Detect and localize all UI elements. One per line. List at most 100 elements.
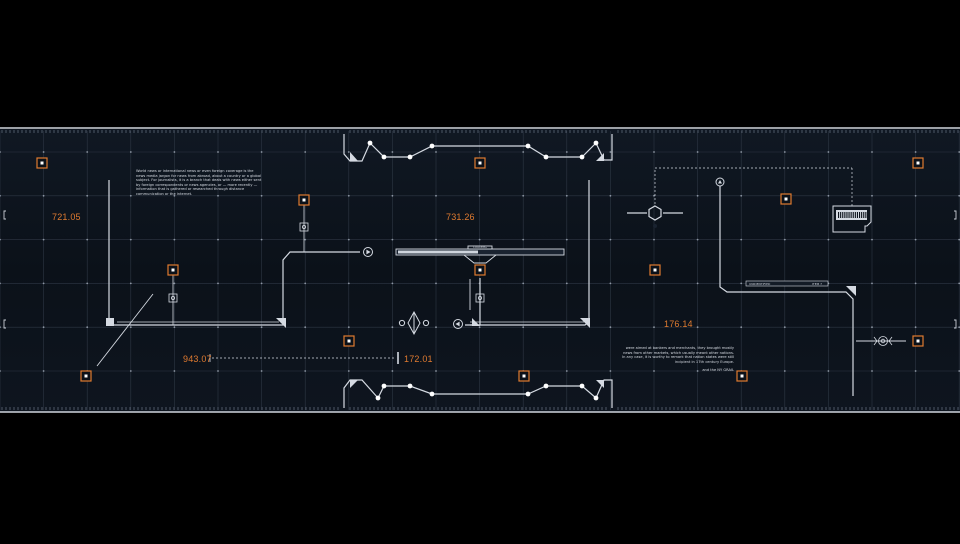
grid-dot bbox=[478, 194, 481, 197]
gear-node-icon bbox=[299, 222, 309, 232]
grid-dot bbox=[260, 370, 263, 372]
grid-dot bbox=[609, 151, 612, 153]
barcode-bar bbox=[861, 212, 863, 218]
grid-dot bbox=[0, 370, 1, 372]
barcode-bar bbox=[859, 212, 861, 218]
grid-dot bbox=[391, 326, 394, 329]
grid-dot bbox=[217, 326, 219, 329]
connector-node bbox=[543, 383, 549, 389]
connector-node bbox=[367, 140, 373, 146]
grid-dot bbox=[871, 194, 873, 197]
grid-dot bbox=[391, 151, 394, 153]
chevron-bracket-icon bbox=[3, 210, 957, 329]
grid-dot bbox=[783, 151, 786, 153]
hexagon-node-icon[interactable] bbox=[627, 168, 683, 228]
grid-dot bbox=[42, 282, 45, 285]
loading-label: LOADING bbox=[473, 245, 487, 249]
grid-dot bbox=[435, 370, 437, 372]
grid-dot bbox=[696, 370, 699, 372]
grid-dot bbox=[217, 282, 219, 285]
grid-dot bbox=[173, 238, 176, 241]
left-bracket-frame bbox=[96, 180, 360, 367]
grid-dot bbox=[435, 326, 437, 329]
orange-marker-core bbox=[653, 268, 657, 272]
grid-dot bbox=[653, 370, 655, 372]
dimension-line bbox=[209, 352, 399, 364]
grid-dot bbox=[565, 194, 568, 197]
grid-dot bbox=[347, 194, 350, 197]
grid-dot bbox=[609, 282, 612, 285]
news-paragraph-tail: and the NY GRAIL bbox=[702, 368, 734, 372]
grid-dot bbox=[827, 238, 830, 241]
grid-dot bbox=[565, 370, 568, 372]
grid-dot bbox=[565, 326, 568, 329]
diamond-emitter-icon[interactable] bbox=[398, 310, 430, 336]
grid-dot bbox=[260, 194, 263, 197]
grid-dot bbox=[173, 370, 176, 372]
news-paragraph-right: were aimed at bankers and merchants, the… bbox=[622, 346, 734, 364]
readout-176: 176.14 bbox=[664, 319, 693, 329]
grid-dot bbox=[347, 282, 350, 285]
grid-dot bbox=[783, 326, 786, 329]
orange-marker-core bbox=[916, 161, 920, 165]
grid-dot bbox=[129, 194, 132, 197]
grid-dot bbox=[435, 238, 437, 241]
grid-dot bbox=[478, 326, 481, 329]
grid-dot bbox=[696, 238, 699, 241]
gear-node-icon bbox=[873, 336, 893, 346]
orange-marker-core bbox=[302, 198, 306, 202]
grid-dot bbox=[478, 238, 481, 241]
loading-panel bbox=[395, 245, 565, 264]
grid-dot bbox=[478, 370, 481, 372]
grid-dot bbox=[871, 151, 873, 153]
grid-dot bbox=[347, 238, 350, 241]
orange-marker-core bbox=[84, 374, 88, 378]
grid-dot bbox=[347, 326, 350, 329]
edge-ticks bbox=[1, 130, 959, 410]
barcode-bar bbox=[850, 212, 852, 218]
grid-dot bbox=[304, 282, 307, 285]
grid-dot bbox=[42, 370, 45, 372]
play-arrow-icon[interactable] bbox=[363, 247, 373, 257]
up-arrow-icon[interactable] bbox=[715, 177, 725, 187]
connector-node bbox=[429, 143, 435, 149]
grid-dot bbox=[914, 194, 917, 197]
connector-node bbox=[525, 143, 531, 149]
grid-dot bbox=[914, 238, 917, 241]
grid-dot bbox=[86, 151, 89, 153]
orange-marker-core bbox=[916, 339, 920, 343]
grid-dot bbox=[914, 282, 917, 285]
grid-dot bbox=[696, 151, 699, 153]
play-arrow-icon[interactable] bbox=[453, 319, 463, 329]
orange-marker-core bbox=[171, 268, 175, 272]
grid-dot bbox=[129, 282, 132, 285]
grid-dot bbox=[260, 238, 263, 241]
barcode-bar bbox=[848, 212, 850, 218]
grid-dot bbox=[217, 238, 219, 241]
barcode-module-icon[interactable] bbox=[832, 205, 872, 233]
grid-dot bbox=[522, 194, 525, 197]
grid-dot bbox=[391, 370, 394, 372]
connector-nodes bbox=[367, 140, 599, 401]
barcode-bar bbox=[852, 212, 854, 218]
orange-marker-core bbox=[40, 161, 44, 165]
grid-dot bbox=[653, 282, 655, 285]
grid-dot bbox=[871, 370, 873, 372]
grid-dot bbox=[42, 326, 45, 329]
grid-dot bbox=[783, 238, 786, 241]
grid-dot bbox=[740, 238, 743, 241]
grid-dot bbox=[609, 326, 612, 329]
grid-dot bbox=[347, 151, 350, 153]
readout-721: 721.05 bbox=[52, 212, 81, 222]
barcode-bar bbox=[844, 212, 846, 218]
grid-dot bbox=[0, 151, 1, 153]
grid-dot bbox=[173, 326, 176, 329]
grid-dot bbox=[696, 194, 699, 197]
grid-dot bbox=[304, 326, 307, 329]
grid-dot bbox=[42, 151, 45, 153]
grid-dot bbox=[871, 238, 873, 241]
orange-marker-core bbox=[740, 374, 744, 378]
grid-dot bbox=[827, 370, 830, 372]
